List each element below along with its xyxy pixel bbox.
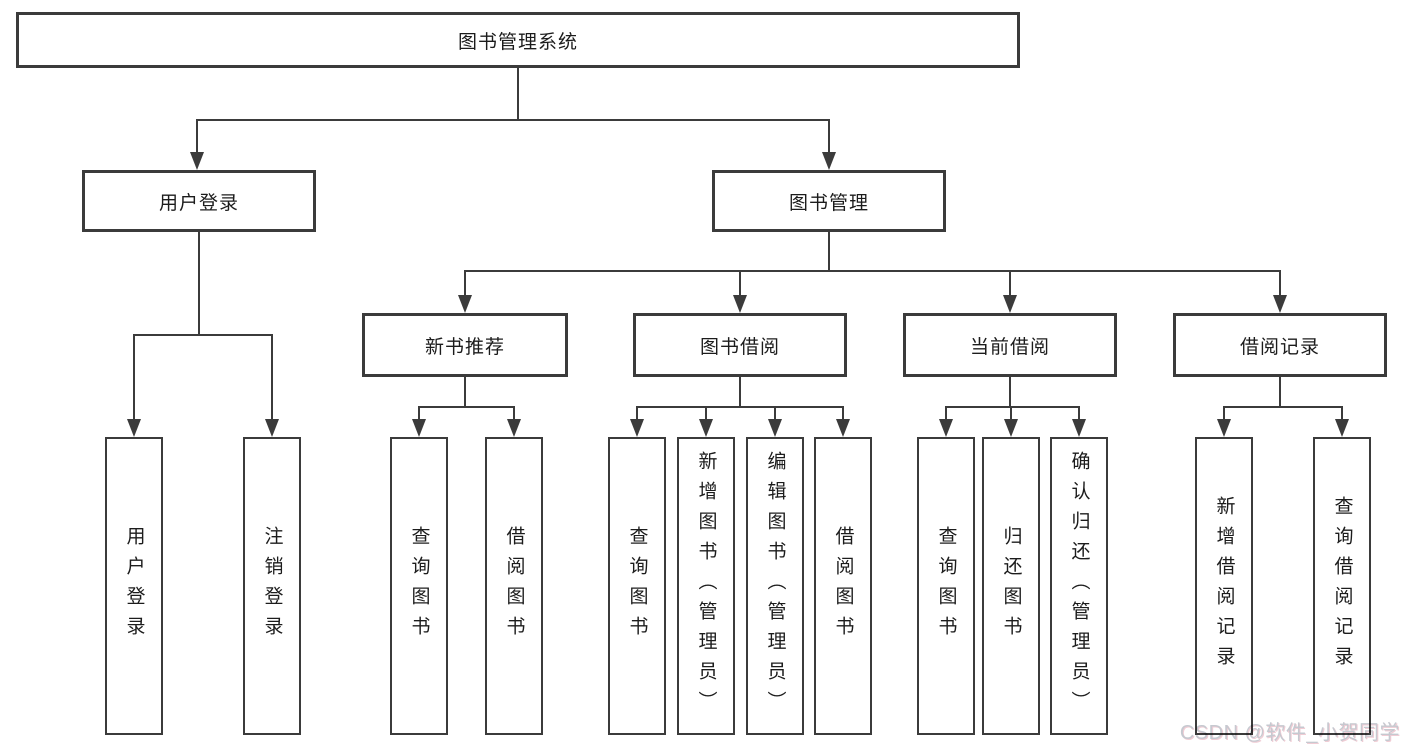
connector-line	[705, 406, 707, 421]
arrowhead-down-icon	[1335, 419, 1349, 437]
connector-line	[1279, 270, 1281, 297]
arrowhead-down-icon	[836, 419, 850, 437]
leaf-user-login: 用户登录	[105, 437, 163, 735]
node-current-borrow: 当前借阅	[903, 313, 1117, 377]
connector-line	[418, 406, 420, 421]
leaf-return-books: 归还图书	[982, 437, 1040, 735]
connector-line	[464, 377, 466, 408]
arrowhead-down-icon	[1003, 295, 1017, 313]
connector-line	[1223, 406, 1225, 421]
connector-line	[464, 270, 1281, 272]
connector-line	[636, 406, 844, 408]
connector-line	[271, 334, 273, 420]
arrowhead-down-icon	[507, 419, 521, 437]
connector-line	[464, 270, 466, 297]
arrowhead-down-icon	[265, 419, 279, 437]
arrowhead-down-icon	[939, 419, 953, 437]
leaf-query-books-borrow: 查询图书	[608, 437, 666, 735]
connector-line	[1279, 377, 1281, 408]
node-user-login: 用户登录	[82, 170, 316, 232]
leaf-query-books-current: 查询图书	[917, 437, 975, 735]
arrowhead-down-icon	[412, 419, 426, 437]
arrowhead-down-icon	[630, 419, 644, 437]
connector-line	[513, 406, 515, 421]
connector-line	[739, 270, 741, 297]
arrowhead-down-icon	[458, 295, 472, 313]
arrowhead-down-icon	[699, 419, 713, 437]
leaf-borrow-books-recommend: 借阅图书	[485, 437, 543, 735]
connector-line	[842, 406, 844, 421]
node-book-management: 图书管理	[712, 170, 946, 232]
arrowhead-down-icon	[1217, 419, 1231, 437]
connector-line	[198, 232, 200, 336]
arrowhead-down-icon	[768, 419, 782, 437]
arrowhead-down-icon	[1072, 419, 1086, 437]
connector-line	[636, 406, 638, 421]
leaf-borrow-books: 借阅图书	[814, 437, 872, 735]
node-borrow-records: 借阅记录	[1173, 313, 1387, 377]
connector-line	[196, 119, 198, 154]
leaf-query-borrow-record: 查询借阅记录	[1313, 437, 1371, 735]
arrowhead-down-icon	[127, 419, 141, 437]
connector-line	[133, 334, 273, 336]
leaf-logout: 注销登录	[243, 437, 301, 735]
connector-line	[828, 232, 830, 272]
connector-line	[1009, 270, 1011, 297]
leaf-query-books-recommend: 查询图书	[390, 437, 448, 735]
arrowhead-down-icon	[822, 152, 836, 170]
connector-line	[196, 119, 830, 121]
connector-line	[133, 334, 135, 420]
connector-line	[1223, 406, 1343, 408]
node-library-management-system: 图书管理系统	[16, 12, 1020, 68]
leaf-add-borrow-record: 新增借阅记录	[1195, 437, 1253, 735]
connector-line	[1010, 406, 1012, 421]
arrowhead-down-icon	[190, 152, 204, 170]
arrowhead-down-icon	[733, 295, 747, 313]
node-book-borrow: 图书借阅	[633, 313, 847, 377]
connector-line	[1341, 406, 1343, 421]
connector-line	[774, 406, 776, 421]
connector-line	[739, 377, 741, 408]
connector-line	[945, 406, 947, 421]
arrowhead-down-icon	[1004, 419, 1018, 437]
connector-line	[1078, 406, 1080, 421]
connector-line	[418, 406, 515, 408]
arrowhead-down-icon	[1273, 295, 1287, 313]
connector-line	[945, 406, 1080, 408]
leaf-edit-books-admin: 编辑图书（管理员）	[746, 437, 804, 735]
connector-line	[828, 119, 830, 154]
connector-line	[1009, 377, 1011, 408]
csdn-watermark: CSDN @软件_小贺同学	[1179, 722, 1400, 744]
connector-line	[517, 68, 519, 121]
node-new-book-recommend: 新书推荐	[362, 313, 568, 377]
leaf-add-books-admin: 新增图书（管理员）	[677, 437, 735, 735]
leaf-confirm-return-admin: 确认归还（管理员）	[1050, 437, 1108, 735]
